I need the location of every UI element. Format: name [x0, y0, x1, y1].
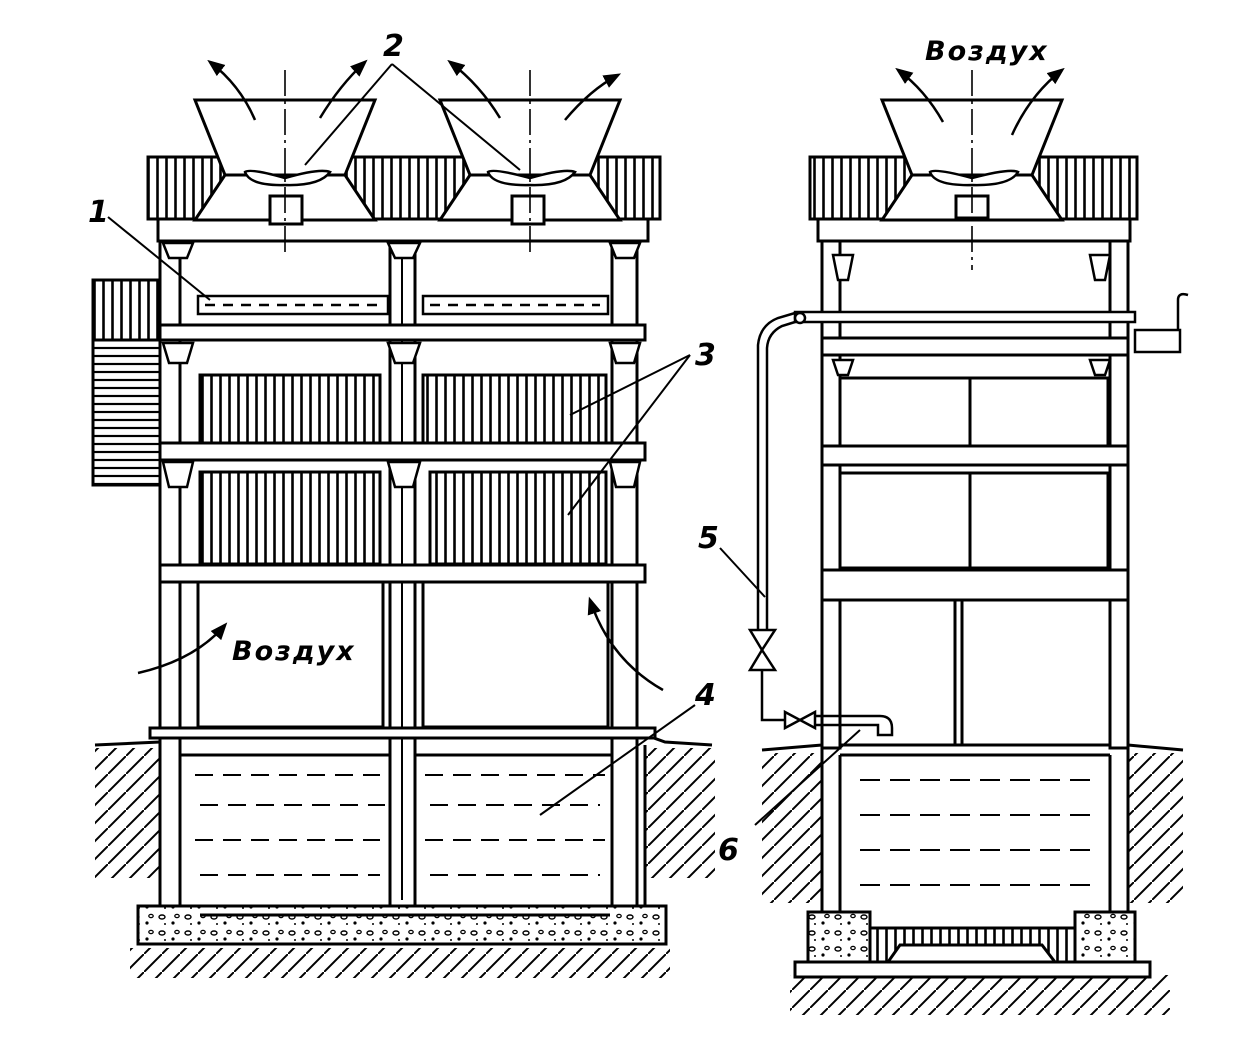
intake-arrows-left: [137, 596, 664, 692]
side-fill-blocks: [820, 336, 1130, 570]
label-5: 5: [698, 521, 719, 556]
foundation-slab-left: [136, 904, 668, 946]
label-2: 2: [383, 29, 404, 64]
leader-lines: [107, 63, 861, 826]
spray-header: [793, 253, 1189, 377]
exhaust-arrows-left: [207, 59, 622, 121]
supply-pipe: [747, 311, 894, 737]
foundation-right: [793, 910, 1152, 979]
distribution-trays: [196, 294, 610, 316]
sprinkler-fill-blocks: [158, 323, 647, 566]
water-nozzles: [161, 241, 642, 489]
air-label-right: Воздух: [925, 36, 1049, 67]
staircase: [91, 278, 162, 487]
label-3: 3: [695, 338, 716, 373]
ground-right: [761, 743, 1184, 1015]
exhaust-arrows-right: [895, 67, 1065, 136]
air-label-left: Воздух: [232, 636, 356, 667]
label-6: 6: [718, 833, 739, 868]
side-section: [747, 67, 1189, 1015]
front-elevation: [91, 59, 715, 978]
fan-unit-2: [437, 98, 623, 226]
ground-left: [94, 731, 715, 978]
label-1: 1: [88, 195, 109, 230]
label-4: 4: [694, 678, 716, 713]
